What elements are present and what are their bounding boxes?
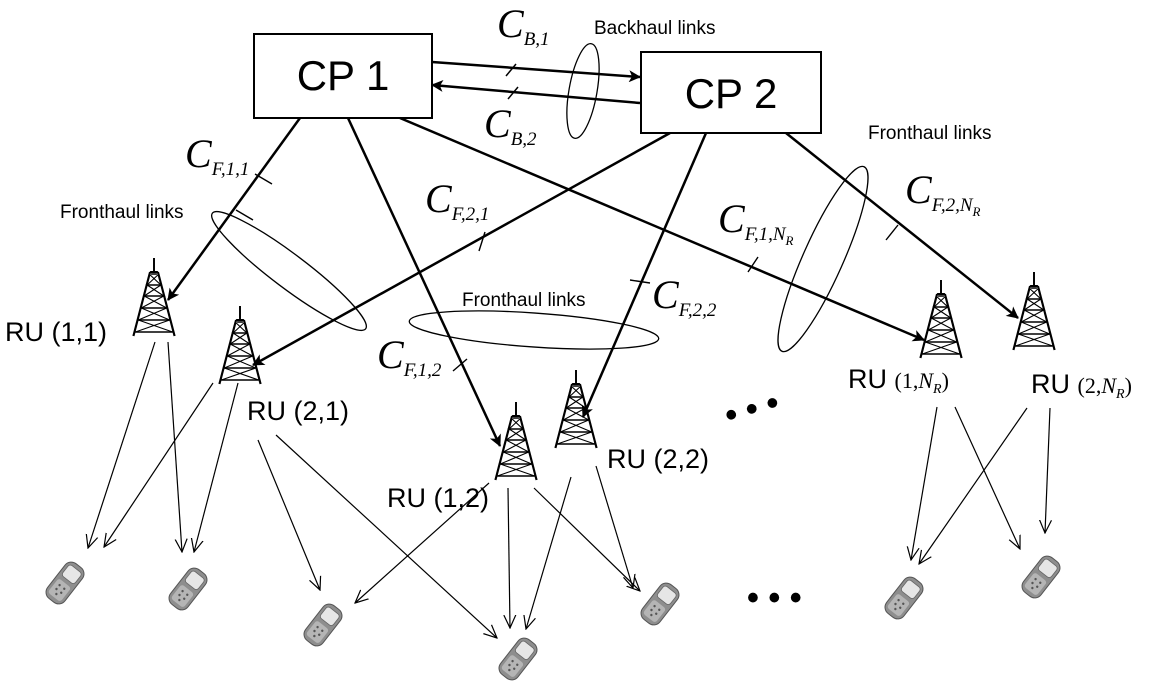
link-cp2-ru2nr [785, 132, 1019, 319]
ellipsis-bottom: • • • [747, 579, 802, 617]
ru-label-1-nr: RU (1,NR) [848, 364, 949, 397]
phone-icon [881, 573, 927, 623]
cp2-node: CP 2 [640, 51, 822, 134]
capacity-cf11: CF,1,1 [185, 131, 249, 180]
ru-label-2-2: RU (2,2) [607, 444, 709, 474]
fronthaul-links [166, 116, 1019, 447]
ru-label-1-2: RU (1,2) [387, 483, 489, 513]
capacity-cf2nr: CF,2,NR [905, 167, 981, 219]
phone-icon [495, 634, 541, 684]
cp1-label: CP 1 [297, 52, 390, 99]
link-cp2-ru21 [252, 131, 671, 367]
phone-icon [637, 579, 683, 629]
link-cp1-ru12 [346, 117, 502, 447]
tower-icon [132, 256, 176, 338]
fronthaul-group-ellipses [211, 165, 869, 353]
ru-label-1-1: RU (1,1) [5, 317, 107, 347]
link-cp1-ru1nr [399, 116, 925, 342]
tower-icon [494, 400, 538, 482]
cp2-label: CP 2 [685, 70, 778, 117]
link-cp2-ru22 [581, 132, 708, 418]
link-cp1-ru11 [166, 117, 302, 301]
fronthaul-label-left: Fronthaul links [60, 202, 184, 223]
capacity-cb1: CB,1 [497, 1, 550, 50]
phone-icon [1018, 552, 1064, 602]
tower-icon [1012, 270, 1056, 352]
tower-icon [919, 278, 963, 360]
ru-label-2-1: RU (2,1) [247, 396, 349, 426]
capacity-cb2: CB,2 [484, 101, 537, 150]
capacity-ticks [235, 173, 899, 372]
ellipsis-top: • • • [720, 383, 783, 435]
cp1-node: CP 1 [253, 33, 433, 119]
backhaul-label: Backhaul links [594, 18, 715, 39]
tower-icon [554, 368, 598, 450]
phone-icon [165, 564, 211, 614]
fronthaul-label-right: Fronthaul links [868, 123, 992, 144]
capacity-cf21: CF,2,1 [425, 176, 489, 225]
phone-icon [42, 558, 88, 608]
ru-label-2-nr: RU (2,NR) [1031, 369, 1132, 402]
capacity-cf1nr: CF,1,NR [718, 196, 794, 248]
phone-icon [300, 600, 346, 650]
fronthaul-label-middle: Fronthaul links [462, 290, 586, 311]
capacity-cf12: CF,1,2 [377, 332, 442, 381]
capacity-cf22: CF,2,2 [652, 272, 717, 321]
tower-icon [218, 304, 262, 386]
backhaul-links [431, 43, 641, 139]
user-links [88, 341, 1050, 638]
